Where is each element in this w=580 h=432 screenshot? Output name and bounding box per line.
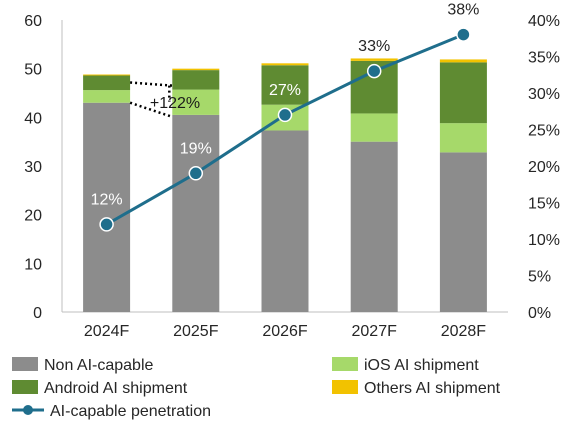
bar-segment-1 [83,102,131,312]
legend-label-line: AI-capable penetration [50,403,211,420]
bar-segment-2 [350,113,398,142]
bar-segment-4 [172,68,220,71]
legend-swatch-4 [332,380,358,394]
annotation-connector-upper [130,81,173,87]
bar-segment-4 [261,63,309,66]
bar-segment-4 [83,74,131,76]
bar-segment-4 [350,58,398,61]
x-tick-label: 2026F [262,323,308,340]
penetration-data-label: 12% [91,191,123,208]
penetration-data-label: 38% [447,2,479,19]
legend-label-2: iOS AI shipment [364,357,479,374]
legend-label-3: Android AI shipment [44,380,188,397]
bar-segment-3 [439,62,487,124]
y-tick-label-left: 20 [24,208,42,225]
y-tick-label-right: 40% [528,13,560,30]
bar-segment-2 [172,89,220,115]
bar-segment-1 [261,130,309,312]
penetration-point [277,107,293,123]
x-tick-label: 2028F [441,323,487,340]
bar-segment-1 [350,141,398,312]
y-tick-label-right: 35% [528,50,560,67]
legend-swatch-1 [12,357,38,371]
y-tick-label-right: 0% [528,305,551,322]
penetration-point [366,63,382,79]
penetration-point [99,217,114,232]
y-tick-label-left: 50 [24,62,42,79]
y-tick-label-right: 5% [528,269,551,286]
penetration-point [456,27,471,42]
annotation-label: +122% [150,95,200,112]
y-tick-label-left: 0 [33,305,42,322]
legend-swatch-3 [12,380,38,394]
bar-segment-2 [83,90,131,103]
y-tick-label-right: 25% [528,123,560,140]
bar-segment-2 [439,123,487,153]
bar-segment-1 [172,114,220,313]
legend-line-marker [23,405,33,415]
y-tick-label-left: 60 [24,13,42,30]
penetration-data-label: 27% [269,82,301,99]
y-tick-label-right: 10% [528,232,560,249]
y-tick-label-left: 40 [24,110,42,127]
penetration-data-label: 19% [180,140,212,157]
x-tick-label: 2027F [352,323,398,340]
y-tick-label-left: 10 [24,256,42,273]
y-tick-label-right: 15% [528,196,560,213]
bar-segment-3 [83,75,131,91]
y-tick-label-right: 20% [528,159,560,176]
legend-swatch-2 [332,357,358,371]
penetration-data-label: 33% [358,38,390,55]
penetration-point [188,166,204,181]
legend-label-1: Non AI-capable [44,357,154,374]
bar-segment-4 [439,59,487,63]
y-tick-label-right: 30% [528,86,560,103]
y-tick-label-left: 30 [24,159,42,176]
bar-segment-3 [261,65,309,105]
x-tick-label: 2025F [173,323,219,340]
legend-label-4: Others AI shipment [364,380,501,397]
bar-segment-1 [439,152,487,312]
bar-segment-3 [172,70,220,90]
x-tick-label: 2024F [84,323,130,340]
